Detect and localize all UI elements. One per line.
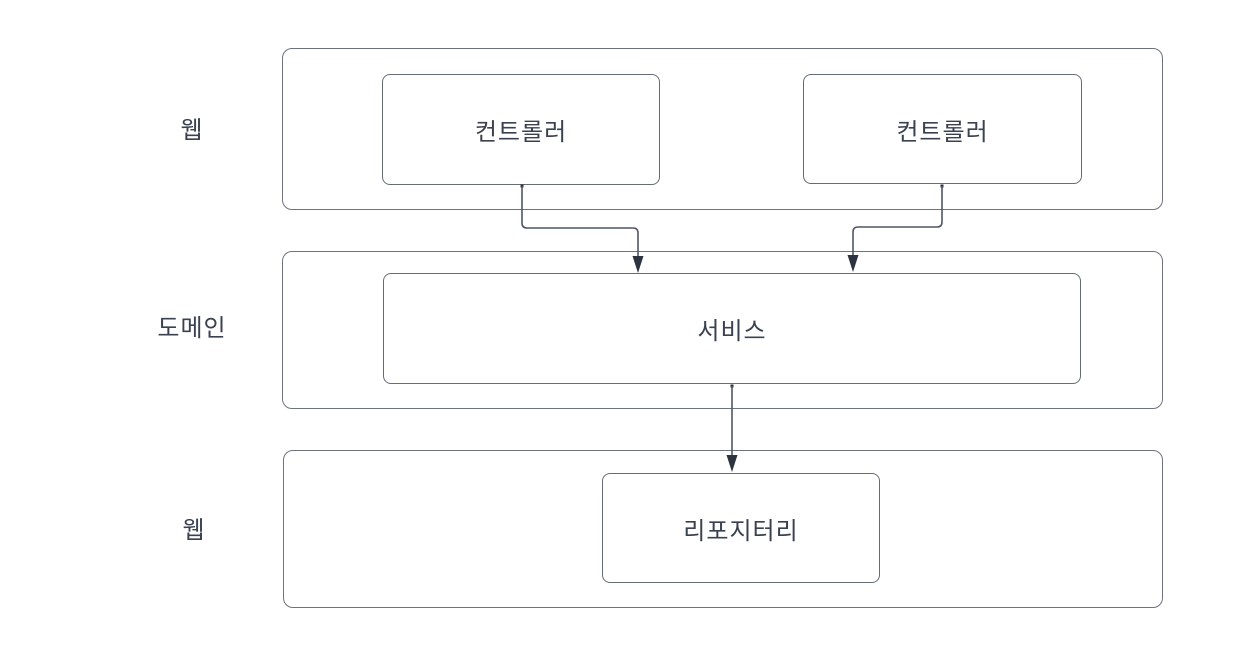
node-controller-right: 컨트롤러	[803, 74, 1082, 184]
node-repository: 리포지터리	[602, 473, 880, 583]
node-controller-left-label: 컨트롤러	[474, 118, 568, 146]
layer-container-web-bottom	[283, 450, 1163, 608]
layer-container-domain	[282, 251, 1163, 409]
layer-container-web-top	[282, 48, 1163, 210]
layer-label-web-top: 웹	[180, 116, 204, 144]
node-controller-left: 컨트롤러	[382, 74, 660, 185]
layer-label-web-bottom: 웹	[182, 516, 206, 544]
node-service: 서비스	[383, 273, 1081, 384]
node-service-label: 서비스	[697, 317, 767, 345]
layer-label-domain: 도메인	[157, 314, 227, 342]
node-repository-label: 리포지터리	[683, 516, 799, 545]
node-controller-right-label: 컨트롤러	[896, 117, 989, 146]
